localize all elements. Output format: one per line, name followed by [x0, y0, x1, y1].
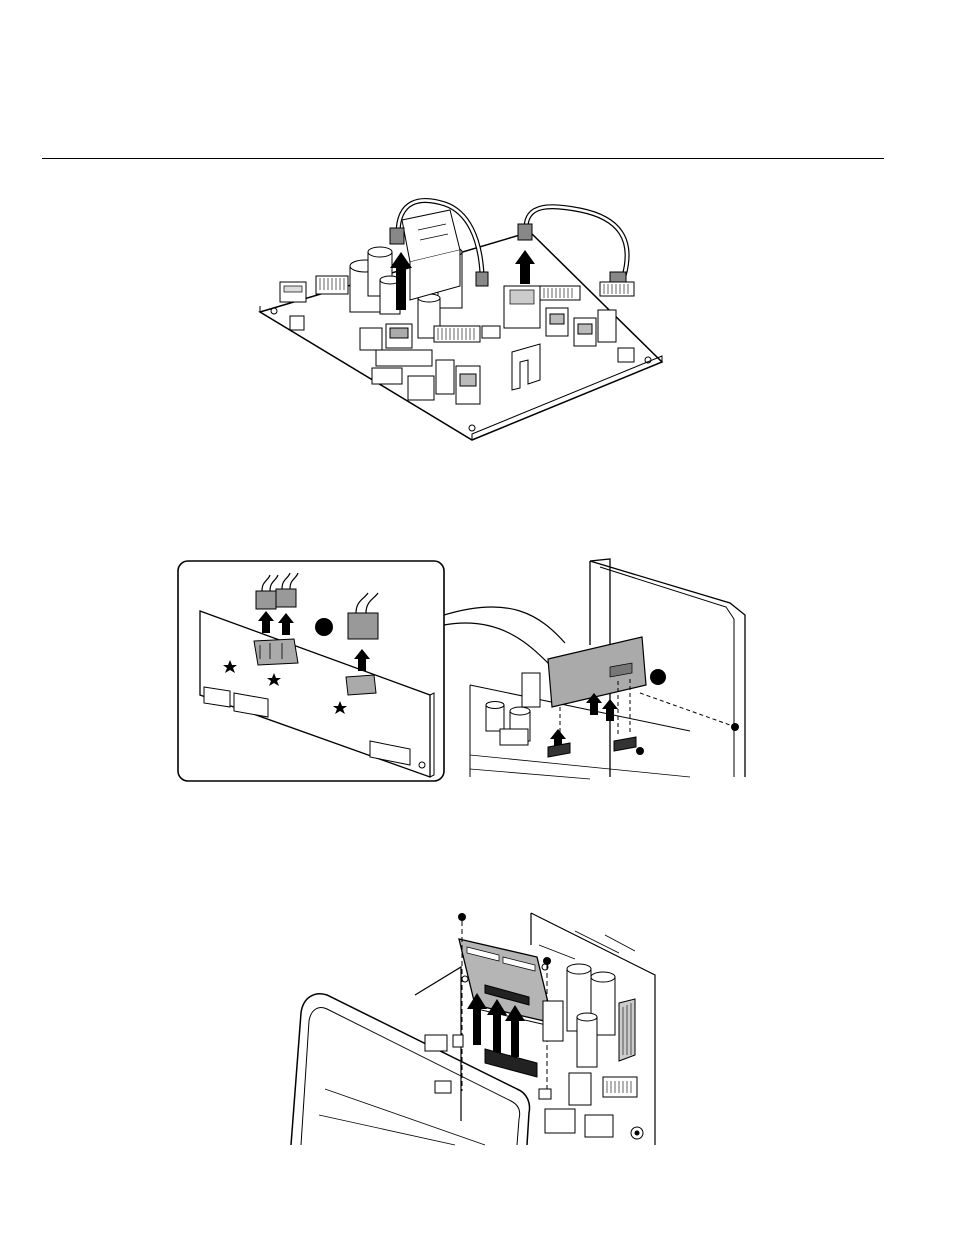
chassis-board-illustration [285, 905, 665, 1150]
figure-detail-callout [170, 555, 770, 787]
pcb-cables-illustration [250, 190, 670, 450]
figure-pcb-cables [250, 190, 670, 450]
figure-chassis-board [285, 905, 665, 1150]
header-rule [42, 158, 884, 159]
detail-callout-illustration [170, 555, 770, 787]
